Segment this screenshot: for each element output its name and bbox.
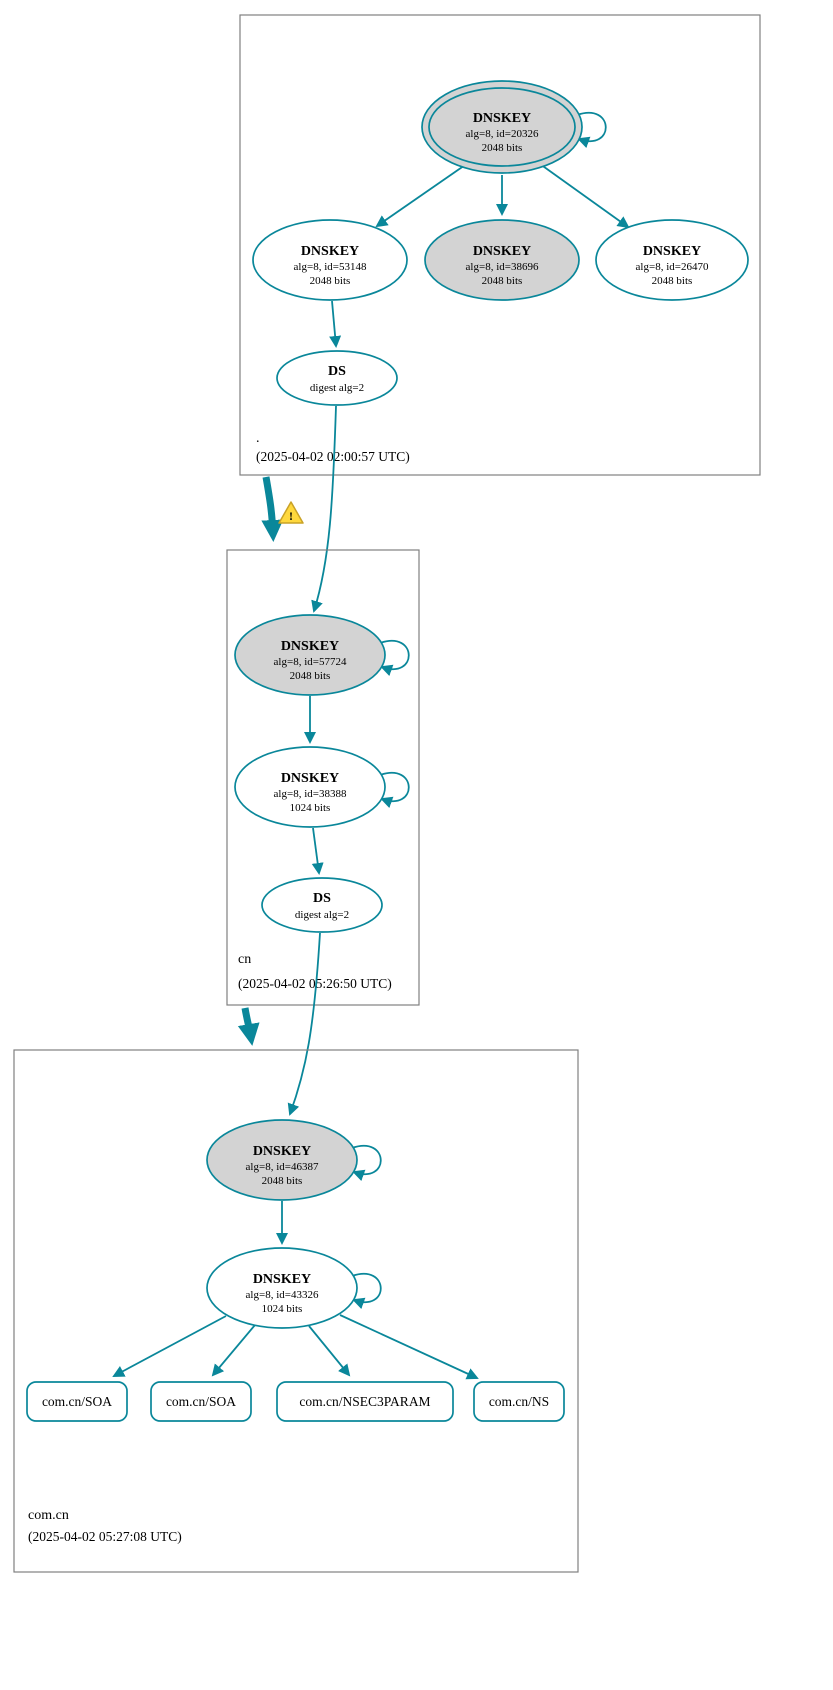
dnskey-20326-node[interactable]: DNSKEY alg=8, id=20326 2048 bits — [421, 80, 583, 174]
edge-43326-soa1 — [112, 1315, 227, 1377]
dnskey-43326-detail1: alg=8, id=43326 — [246, 1289, 319, 1301]
zone-cn-box — [226, 549, 420, 1006]
edge-20326-26470 — [539, 163, 630, 229]
warning-glyph: ! — [289, 509, 293, 523]
ds-cn-node[interactable]: DS digest alg=2 — [261, 877, 383, 933]
dnskey-46387-node[interactable]: DNSKEY alg=8, id=46387 2048 bits — [206, 1119, 358, 1201]
dnskey-26470-node[interactable]: DNSKEY alg=8, id=26470 2048 bits — [595, 219, 749, 301]
dnskey-46387-detail1: alg=8, id=46387 — [246, 1161, 319, 1173]
dnskey-46387-title: DNSKEY — [253, 1144, 311, 1159]
rrset-comcn-ns[interactable]: com.cn/NS — [473, 1381, 565, 1422]
rrset-comcn-ns-label: com.cn/NS — [489, 1394, 549, 1409]
rrset-comcn-nsec3param[interactable]: com.cn/NSEC3PARAM — [276, 1381, 454, 1422]
zone-root-label: . — [256, 431, 260, 446]
rrset-comcn-nsec3param-label: com.cn/NSEC3PARAM — [299, 1394, 430, 1409]
dnskey-38696-node[interactable]: DNSKEY alg=8, id=38696 2048 bits — [424, 219, 580, 301]
dnskey-53148-detail2: 2048 bits — [310, 275, 351, 287]
dnskey-38696-detail2: 2048 bits — [482, 275, 523, 287]
selfloop-46387 — [351, 1145, 382, 1182]
zone-comcn-box — [13, 1049, 579, 1573]
dnskey-38388-title: DNSKEY — [281, 771, 339, 786]
dnskey-38696-title: DNSKEY — [473, 244, 531, 259]
edge-cnds-comcn46387 — [287, 932, 321, 1116]
selfloop-38388 — [379, 772, 410, 809]
selfloop-43326 — [351, 1273, 382, 1310]
selfloop-20326 — [576, 112, 607, 149]
dnskey-20326-detail1: alg=8, id=20326 — [466, 128, 539, 140]
dnskey-57724-node[interactable]: DNSKEY alg=8, id=57724 2048 bits — [234, 614, 386, 696]
dnskey-57724-title: DNSKEY — [281, 639, 339, 654]
dnskey-38388-detail1: alg=8, id=38388 — [274, 788, 347, 800]
dnskey-46387-detail2: 2048 bits — [262, 1175, 303, 1187]
delegation-root-cn[interactable] — [261, 476, 284, 542]
dnskey-53148-detail1: alg=8, id=53148 — [294, 261, 367, 273]
rrset-comcn-soa-1[interactable]: com.cn/SOA — [26, 1381, 128, 1422]
edge-43326-nsec3param — [308, 1325, 351, 1377]
zone-comcn-timestamp: (2025-04-02 05:27:08 UTC) — [28, 1529, 182, 1544]
dnskey-57724-detail2: 2048 bits — [290, 670, 331, 682]
edge-43326-ns — [339, 1314, 479, 1380]
edge-53148-ds — [329, 300, 342, 348]
edge-38388-ds — [311, 827, 324, 875]
dnskey-38696-detail1: alg=8, id=38696 — [466, 261, 539, 273]
dnskey-53148-node[interactable]: DNSKEY alg=8, id=53148 2048 bits — [252, 219, 408, 301]
dnskey-26470-detail2: 2048 bits — [652, 275, 693, 287]
ds-root-node[interactable]: DS digest alg=2 — [276, 350, 398, 406]
zone-root-box — [239, 14, 761, 476]
zone-cn-timestamp: (2025-04-02 05:26:50 UTC) — [238, 976, 392, 991]
ds-root-detail1: digest alg=2 — [310, 382, 364, 394]
dnskey-26470-title: DNSKEY — [643, 244, 701, 259]
ds-cn-detail1: digest alg=2 — [295, 909, 349, 921]
rrset-comcn-soa-1-label: com.cn/SOA — [42, 1394, 112, 1409]
ds-root-title: DS — [328, 364, 346, 379]
edge-43326-soa2 — [211, 1324, 256, 1377]
dnskey-20326-title: DNSKEY — [473, 111, 531, 126]
ds-cn-title: DS — [313, 891, 331, 906]
selfloop-57724 — [379, 640, 410, 677]
dnskey-26470-detail1: alg=8, id=26470 — [636, 261, 709, 273]
zone-comcn-label: com.cn — [28, 1508, 69, 1523]
rrset-comcn-soa-2[interactable]: com.cn/SOA — [150, 1381, 252, 1422]
edge-rootds-cn57724 — [311, 405, 337, 613]
zone-root-timestamp: (2025-04-02 02:00:57 UTC) — [256, 449, 410, 464]
rrset-comcn-soa-2-label: com.cn/SOA — [166, 1394, 236, 1409]
edge-20326-53148 — [375, 162, 469, 228]
zone-cn-label: cn — [238, 952, 251, 967]
delegation-cn-comcn[interactable] — [237, 1007, 260, 1046]
dnskey-38388-node[interactable]: DNSKEY alg=8, id=38388 1024 bits — [234, 746, 386, 828]
warning-icon[interactable]: ! — [278, 501, 304, 524]
dnskey-43326-node[interactable]: DNSKEY alg=8, id=43326 1024 bits — [206, 1247, 358, 1329]
dnskey-20326-detail2: 2048 bits — [482, 142, 523, 154]
dnskey-57724-detail1: alg=8, id=57724 — [274, 656, 347, 668]
dnskey-43326-title: DNSKEY — [253, 1272, 311, 1287]
dnskey-53148-title: DNSKEY — [301, 244, 359, 259]
dnskey-43326-detail2: 1024 bits — [262, 1303, 303, 1315]
dnskey-38388-detail2: 1024 bits — [290, 802, 331, 814]
